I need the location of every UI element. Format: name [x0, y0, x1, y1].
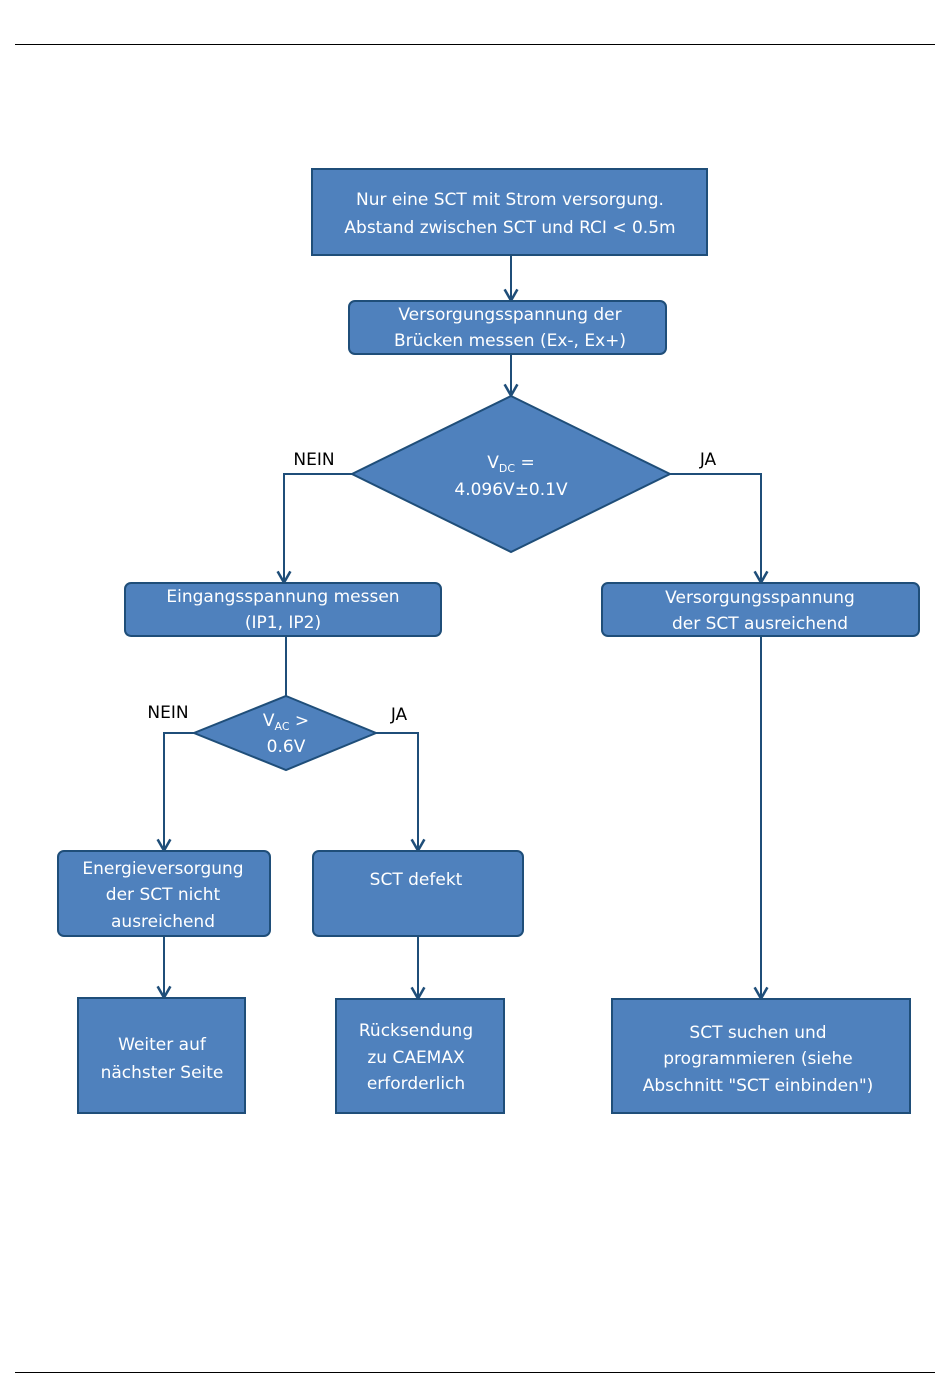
connector-vdc-no: [276, 473, 352, 586]
node-search-line-2: programmieren (siehe: [663, 1049, 852, 1069]
node-return-line-1: Rücksendung: [359, 1021, 473, 1041]
node-return-caemax: Rücksendung zu CAEMAX erforderlich: [335, 998, 505, 1114]
header-rule: [15, 44, 935, 45]
node-measure-bridge-line-1: Versorgungsspannung der: [398, 305, 621, 325]
node-measure-input-line-1: Eingangsspannung messen: [166, 587, 399, 607]
connector-vac-no: [156, 732, 194, 854]
connector-vac-yes: [376, 732, 426, 854]
decision-vdc-symbol: V: [487, 453, 499, 473]
decision-vdc: VDC = 4.096V±0.1V: [349, 394, 673, 554]
node-supply-ok-line-2: der SCT ausreichend: [672, 614, 848, 634]
node-sct-defect-line-1: SCT defekt: [370, 870, 463, 890]
label-vac-no: NEIN: [147, 703, 188, 723]
node-search-program: SCT suchen und programmieren (siehe Absc…: [611, 998, 911, 1114]
node-energy-line-2: der SCT nicht: [106, 885, 221, 905]
footer-rule: [15, 1372, 935, 1373]
node-return-line-3: erforderlich: [367, 1074, 465, 1094]
decision-vac-condition: VAC >: [263, 711, 309, 733]
decision-vac-value: 0.6V: [267, 737, 306, 757]
connectors: [156, 255, 769, 1002]
node-search-line-3: Abschnitt "SCT einbinden"): [643, 1076, 874, 1096]
decision-vdc-subscript: DC: [499, 462, 515, 475]
node-energy-line-1: Energieversorgung: [82, 859, 243, 879]
node-measure-bridge: Versorgungsspannung der Brücken messen (…: [348, 300, 667, 355]
connector-vdc-yes: [670, 473, 769, 586]
node-measure-input-line-2: (IP1, IP2): [245, 613, 321, 633]
node-next-page-line-1: Weiter auf: [118, 1035, 207, 1055]
decision-vdc-value: 4.096V±0.1V: [454, 480, 568, 500]
decision-vdc-operator: =: [515, 453, 535, 473]
node-energy-line-3: ausreichend: [111, 912, 215, 932]
decision-vac-symbol: V: [263, 711, 275, 731]
node-start: Nur eine SCT mit Strom versorgung. Absta…: [311, 168, 708, 256]
label-vdc-no: NEIN: [293, 450, 334, 470]
decision-vdc-condition: VDC =: [487, 453, 534, 475]
node-start-line-2: Abstand zwischen SCT und RCI < 0.5m: [344, 218, 675, 238]
decision-vac-operator: >: [290, 711, 310, 731]
node-search-line-1: SCT suchen und: [689, 1023, 826, 1043]
node-supply-ok: Versorgungsspannung der SCT ausreichend: [601, 582, 920, 637]
node-energy-insufficient: Energieversorgung der SCT nicht ausreich…: [57, 850, 271, 937]
label-vdc-yes: JA: [699, 450, 717, 470]
node-measure-bridge-line-2: Brücken messen (Ex-, Ex+): [394, 331, 626, 351]
decision-vac-subscript: AC: [274, 720, 289, 733]
node-supply-ok-line-1: Versorgungsspannung: [665, 588, 855, 608]
node-measure-input: Eingangsspannung messen (IP1, IP2): [124, 582, 442, 637]
node-return-line-2: zu CAEMAX: [367, 1048, 465, 1068]
node-next-page: Weiter auf nächster Seite: [77, 997, 246, 1114]
decision-vac: VAC > 0.6V: [191, 694, 379, 772]
label-vac-yes: JA: [390, 705, 408, 725]
node-next-page-line-2: nächster Seite: [101, 1063, 224, 1083]
node-sct-defect: SCT defekt: [312, 850, 524, 937]
node-start-line-1: Nur eine SCT mit Strom versorgung.: [356, 190, 664, 210]
